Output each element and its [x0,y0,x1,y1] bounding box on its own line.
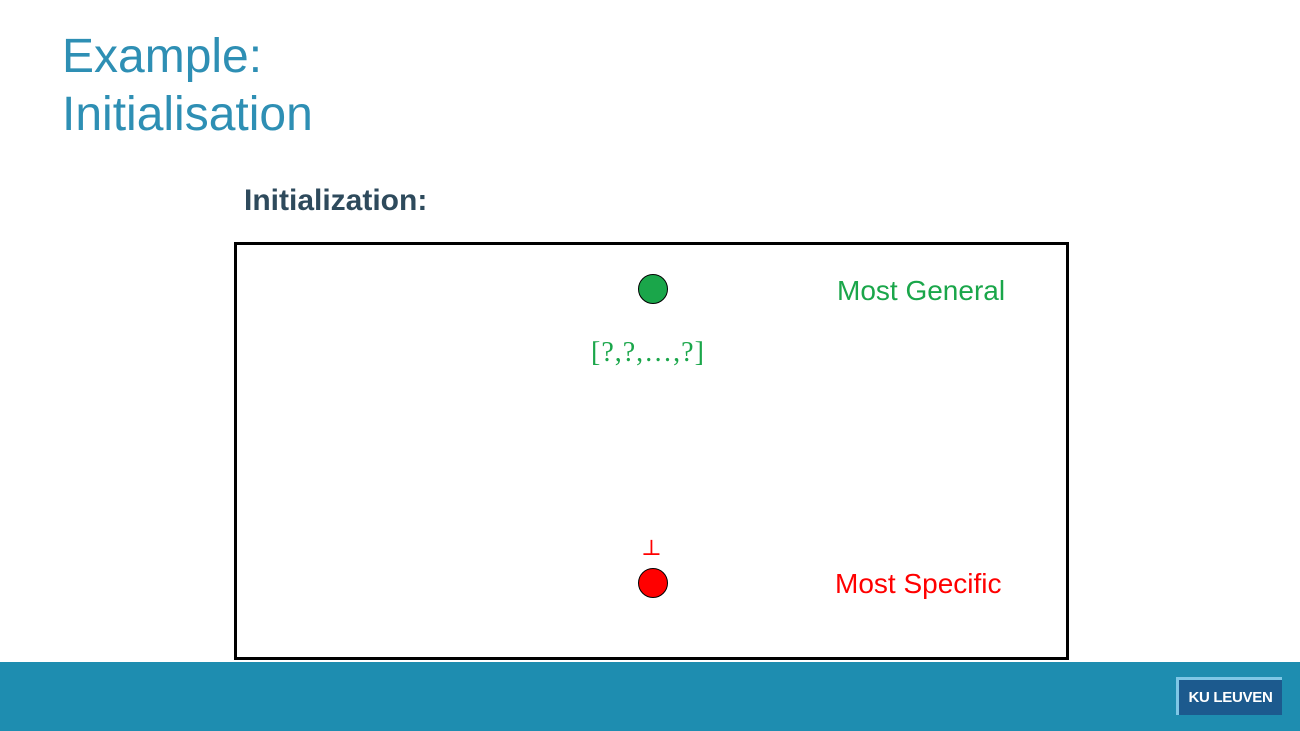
most-general-label: Most General [837,275,1006,306]
slide-title-line-2: Initialisation [62,88,313,141]
most-specific-node [638,568,668,598]
bottom-symbol: ⊥ [641,536,662,561]
section-heading: Initialization: [244,184,428,217]
most-specific-label: Most Specific [835,568,1002,599]
slide-title-line-1: Example: [62,30,263,83]
footer-bar [0,662,1300,731]
ku-leuven-logo: KU LEUVEN [1176,677,1282,715]
most-general-node [638,274,668,304]
hypothesis-space-box: Most General [?,?,…,?] ⊥ Most Specific [234,242,1069,660]
slide-title: Example: Initialisation [62,28,313,144]
most-general-hypothesis: [?,?,…,?] [591,337,705,368]
